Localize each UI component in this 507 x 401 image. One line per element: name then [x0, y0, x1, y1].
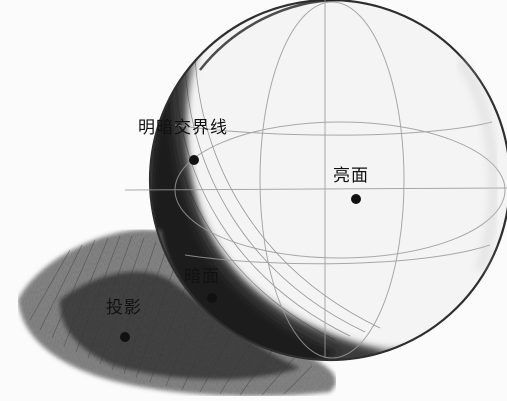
- light-side-label: 亮面: [333, 168, 369, 185]
- terminator-label: 明暗交界线: [138, 120, 228, 137]
- shadow-side-label: 暗面: [184, 269, 220, 286]
- cast-shadow-marker-dot: [120, 332, 130, 342]
- terminator-marker-dot: [189, 155, 199, 165]
- light-side-marker-dot: [351, 194, 361, 204]
- cast-shadow-label: 投影: [106, 300, 142, 317]
- shadow-side-marker-dot: [207, 293, 217, 303]
